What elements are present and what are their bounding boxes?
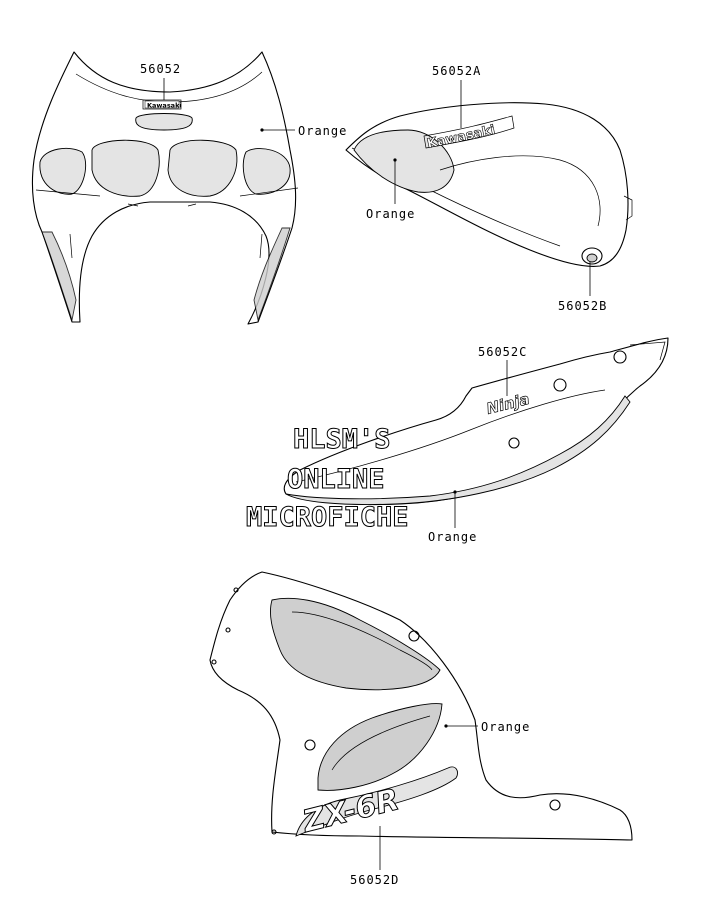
fairing-zx6r-logo: ZX-6R xyxy=(298,782,402,840)
part-label-56052A: 56052A xyxy=(432,64,481,78)
side-fairing-drawing: ZX-6R xyxy=(209,571,633,841)
part-label-56052C: 56052C xyxy=(478,345,527,359)
leader-dot-front-orange xyxy=(260,128,264,132)
part-label-56052: 56052 xyxy=(140,62,181,76)
tail-cowl-drawing: Ninja xyxy=(283,337,669,506)
color-note-fairing-orange: Orange xyxy=(481,720,530,734)
color-note-tank-orange: Orange xyxy=(366,207,415,221)
front-cowl-drawing xyxy=(31,51,299,325)
front-kawasaki-logo: Kawasaki xyxy=(147,102,182,110)
tank-cap-decal xyxy=(581,247,603,265)
fuel-tank-drawing: Kawasaki xyxy=(345,102,633,267)
watermark-line-1: HLSM'S xyxy=(293,424,391,455)
part-label-56052B: 56052B xyxy=(558,299,607,313)
color-note-front-orange: Orange xyxy=(298,124,347,138)
tail-ninja-logo: Ninja xyxy=(485,390,532,418)
watermark-line-2: ONLINE xyxy=(287,464,385,495)
leader-dot-fairing-orange xyxy=(444,724,448,728)
watermark-line-3: MICROFICHE xyxy=(246,502,409,533)
part-label-56052D: 56052D xyxy=(350,873,399,887)
color-note-tail-orange: Orange xyxy=(428,530,477,544)
